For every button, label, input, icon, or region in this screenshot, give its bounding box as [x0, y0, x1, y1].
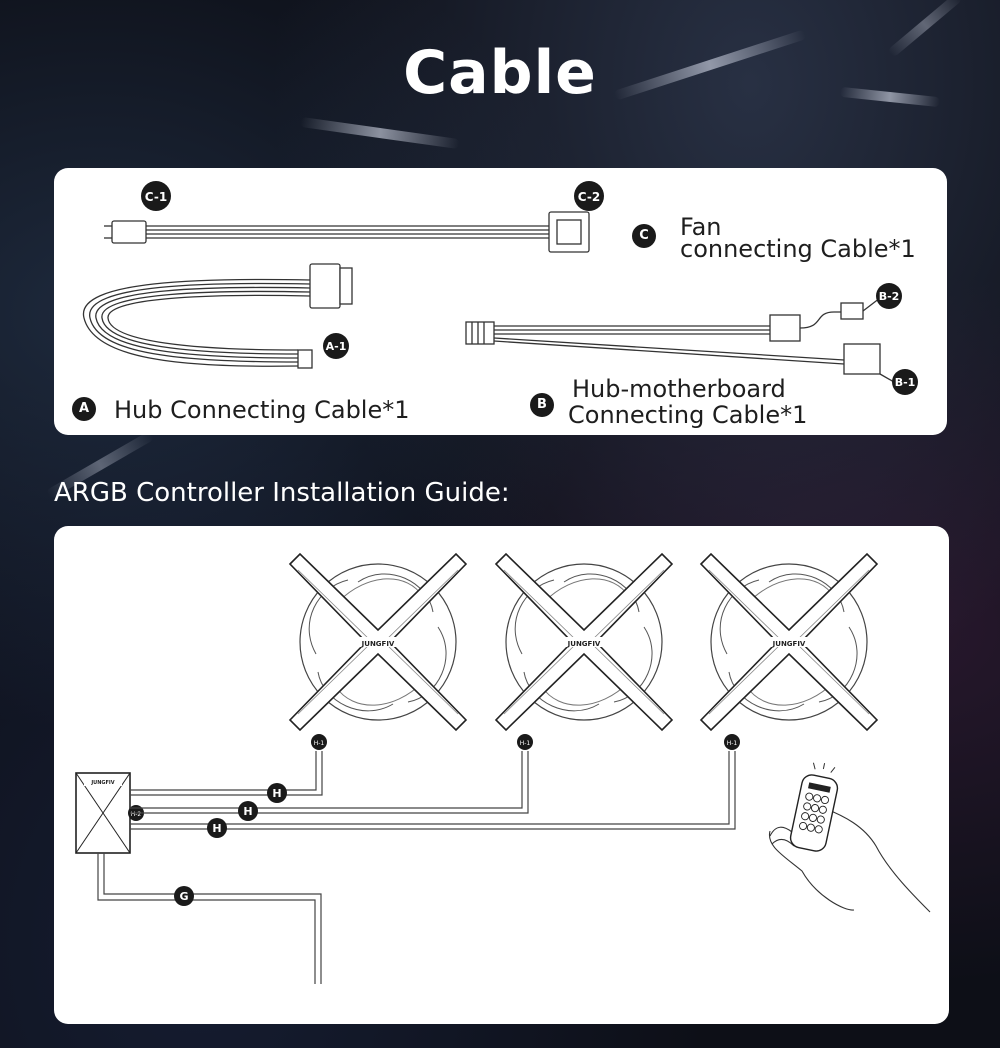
end-badge-c1: C-1 — [141, 181, 171, 211]
hub-connecting-cable-drawing — [83, 263, 353, 369]
installation-diagram: JUNGFIV JUNGFIV JUNGFIV H-1 H-1 H-1 JUNG… — [75, 553, 931, 984]
end-badge-b1: B-1 — [892, 369, 918, 395]
cable-c-name-line2: connecting Cable*1 — [680, 235, 916, 263]
fan-2: JUNGFIV — [495, 553, 673, 731]
wire-label-h-2: H — [238, 801, 258, 821]
cable-b-badge: B — [530, 393, 554, 417]
wires — [97, 751, 736, 984]
end-badge-b2: B-2 — [876, 283, 902, 309]
cable-a-badge: A — [72, 397, 96, 421]
svg-text:G: G — [179, 890, 188, 903]
cable-illustrations: C-1 C-2 A-1 B-2 B-1 — [83, 181, 918, 395]
installation-guide-panel: JUNGFIV JUNGFIV JUNGFIV H-1 H-1 H-1 JUNG… — [54, 526, 949, 1024]
fan-3: JUNGFIV — [700, 553, 878, 731]
fan-1: JUNGFIV — [289, 553, 467, 731]
cable-b-name-line2: Connecting Cable*1 — [568, 401, 808, 429]
svg-text:B-2: B-2 — [879, 290, 900, 303]
svg-text:JUNGFIV: JUNGFIV — [361, 640, 395, 648]
wire-label-h-1: H — [267, 783, 287, 803]
svg-text:B-1: B-1 — [895, 376, 916, 389]
svg-text:H-2: H-2 — [131, 811, 142, 818]
fan-2-port-tag: H-1 — [517, 734, 533, 750]
cable-b-name-line1: Hub-motherboard — [572, 375, 786, 403]
cable-c-name-line1: Fan — [680, 213, 722, 241]
svg-text:H-1: H-1 — [520, 740, 531, 747]
fan-3-port-tag: H-1 — [724, 734, 740, 750]
guide-heading: ARGB Controller Installation Guide: — [54, 478, 510, 508]
svg-text:JUNGFIV: JUNGFIV — [567, 640, 601, 648]
wire-label-h-3: H — [207, 818, 227, 838]
hand-icon — [768, 797, 931, 913]
svg-text:JUNGFIV: JUNGFIV — [772, 640, 806, 648]
svg-text:H: H — [272, 787, 281, 800]
svg-text:H: H — [212, 822, 221, 835]
page-title: Cable — [403, 38, 597, 108]
svg-text:C-1: C-1 — [145, 190, 167, 204]
hub-motherboard-cable-drawing — [465, 297, 895, 383]
svg-text:H-1: H-1 — [727, 740, 738, 747]
svg-text:JUNGFIV: JUNGFIV — [90, 780, 114, 786]
svg-text:C-2: C-2 — [578, 190, 600, 204]
end-badge-a1: A-1 — [323, 333, 349, 359]
remote-control-icon — [789, 762, 839, 852]
cable-panel: C-1 C-2 A-1 B-2 B-1 C Fan connecting Cab… — [54, 168, 947, 435]
fan-connecting-cable-drawing — [104, 211, 590, 253]
svg-text:H-1: H-1 — [314, 740, 325, 747]
svg-text:A-1: A-1 — [326, 340, 347, 353]
end-badge-c2: C-2 — [574, 181, 604, 211]
svg-text:H: H — [243, 805, 252, 818]
wire-label-g: G — [174, 886, 194, 906]
hub-controller-icon: JUNGFIV — [75, 772, 131, 854]
cable-c-badge: C — [632, 224, 656, 248]
fan-1-port-tag: H-1 — [311, 734, 327, 750]
cable-a-name: Hub Connecting Cable*1 — [114, 396, 410, 424]
